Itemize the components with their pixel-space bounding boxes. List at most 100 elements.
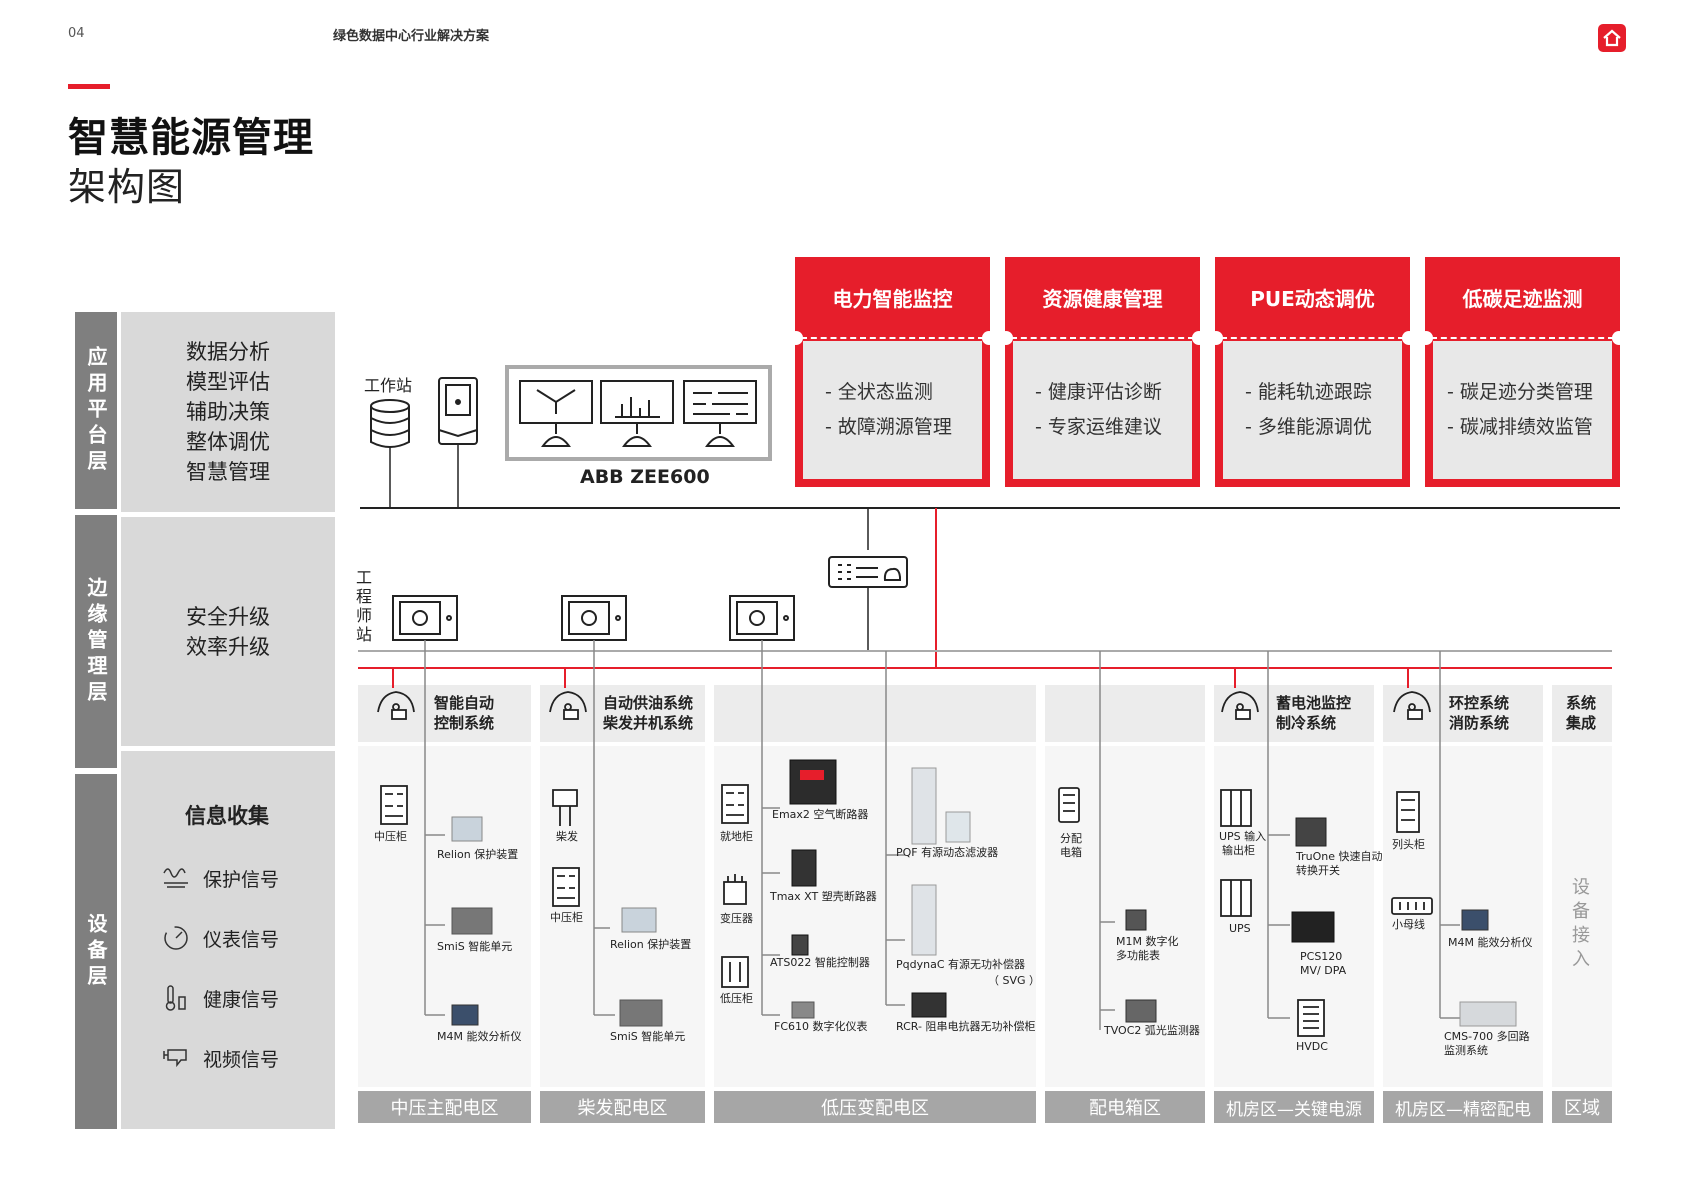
module-body: - 碳足迹分类管理 - 碳减排绩效监管 bbox=[1433, 341, 1612, 479]
module-title: 资源健康管理 bbox=[1042, 286, 1163, 311]
device-label: 中压柜 bbox=[550, 911, 583, 924]
zone-title-line: 消防系统 bbox=[1449, 714, 1510, 732]
page-number: 04 bbox=[68, 26, 85, 41]
zee600-label: ABB ZEE600 bbox=[580, 466, 710, 488]
zone-title: 蓄电池监控制冷系统 bbox=[1276, 693, 1351, 733]
module-item: - 能耗轨迹跟踪 bbox=[1245, 381, 1372, 403]
module-power-monitoring: 电力智能监控 - 全状态监测 - 故障溯源管理 bbox=[789, 257, 996, 487]
device-label: CMS-700 多回路 bbox=[1444, 1030, 1530, 1043]
module-item: - 健康评估诊断 bbox=[1035, 381, 1162, 403]
zone-footer: 柴发配电区 bbox=[540, 1091, 705, 1123]
device-label: PqdynaC 有源无功补偿器 bbox=[896, 958, 1025, 971]
module-body: - 能耗轨迹跟踪 - 多维能源调优 bbox=[1223, 341, 1402, 479]
device-label: M1M 数字化 bbox=[1116, 935, 1179, 948]
layer-item: 效率升级 bbox=[186, 634, 270, 659]
zone-title: 环控系统消防系统 bbox=[1449, 693, 1509, 733]
zone-title-line: 集成 bbox=[1566, 714, 1597, 732]
device-access-label: 设备接入 bbox=[1572, 877, 1590, 970]
module-pue-optimization: PUE动态调优 - 能耗轨迹跟踪 - 多维能源调优 bbox=[1209, 257, 1416, 487]
database-icon bbox=[370, 399, 410, 448]
signal-label: 健康信号 bbox=[203, 989, 280, 1011]
device-label: 变压器 bbox=[720, 912, 753, 925]
layer-name: 边缘管理层 bbox=[84, 576, 108, 707]
module-item: - 碳足迹分类管理 bbox=[1447, 381, 1593, 403]
workstation-label: 工作站 bbox=[364, 376, 413, 395]
device-label: M4M 能效分析仪 bbox=[1448, 936, 1533, 949]
device-label: SmiS 智能单元 bbox=[610, 1030, 686, 1043]
device-label: TruOne 快速自动 bbox=[1296, 850, 1383, 863]
module-carbon-footprint: 低碳足迹监测 - 碳足迹分类管理 - 碳减排绩效监管 bbox=[1419, 257, 1626, 487]
waveform-icon bbox=[163, 868, 188, 888]
device-label: ATS022 智能控制器 bbox=[770, 956, 870, 969]
page-subtitle: 架构图 bbox=[68, 165, 186, 209]
layer-item: 辅助决策 bbox=[186, 400, 270, 424]
module-item: - 专家运维建议 bbox=[1035, 416, 1162, 438]
zone-footer: 机房区—精密配电 bbox=[1383, 1091, 1543, 1123]
module-title: PUE动态调优 bbox=[1250, 286, 1375, 311]
title-accent-bar bbox=[68, 84, 110, 89]
module-body: - 全状态监测 - 故障溯源管理 bbox=[803, 341, 982, 479]
zone-footer: 中压主配电区 bbox=[358, 1091, 531, 1123]
layer-box-device: 信息收集 保护信号 仪表信号 健康信号 视频信号 bbox=[121, 751, 335, 1129]
zone-footer: 低压变配电区 bbox=[714, 1091, 1036, 1123]
signal-row: 视频信号 bbox=[161, 1043, 331, 1073]
device-label: 中压柜 bbox=[374, 830, 407, 843]
zone-title-line: 蓄电池监控 bbox=[1276, 694, 1352, 712]
device-label: 低压柜 bbox=[720, 992, 753, 1005]
device-label: 小母线 bbox=[1392, 918, 1425, 931]
layer-label-application: 应用平台层 bbox=[75, 312, 117, 509]
layer-item: 整体调优 bbox=[186, 430, 270, 454]
device-label: RCR- 阻串电抗器无功补偿柜 bbox=[896, 1020, 1036, 1033]
device-label: 柴发 bbox=[556, 830, 578, 843]
device-label: 分配 bbox=[1060, 832, 1082, 845]
device-label: 电箱 bbox=[1060, 846, 1082, 859]
gauge-icon bbox=[164, 926, 188, 950]
layer-name: 设备层 bbox=[84, 912, 108, 991]
layer-box-application: 数据分析 模型评估 辅助决策 整体调优 智慧管理 bbox=[121, 312, 335, 512]
device-label: UPS bbox=[1229, 922, 1251, 935]
document-title: 绿色数据中心行业解决方案 bbox=[333, 29, 490, 44]
home-button[interactable] bbox=[1598, 24, 1626, 52]
module-item: - 多维能源调优 bbox=[1245, 416, 1372, 438]
signal-label: 视频信号 bbox=[203, 1049, 280, 1071]
camera-icon bbox=[163, 1049, 187, 1068]
zone-header bbox=[1552, 685, 1612, 742]
layer-item: 模型评估 bbox=[186, 370, 270, 394]
layer-item: 数据分析 bbox=[186, 340, 270, 364]
signal-collection-title: 信息收集 bbox=[185, 804, 269, 828]
zone-title-line: 环控系统 bbox=[1449, 694, 1510, 712]
module-title: 低碳足迹监测 bbox=[1462, 286, 1583, 311]
layer-label-device: 设备层 bbox=[75, 774, 117, 1129]
device-label: PCS120 bbox=[1300, 950, 1343, 963]
module-item: - 碳减排绩效监管 bbox=[1447, 416, 1593, 438]
device-label: TVOC2 弧光监测器 bbox=[1104, 1024, 1200, 1037]
zone-body bbox=[1552, 746, 1612, 1087]
device-label: MV/ DPA bbox=[1300, 964, 1347, 977]
signal-row: 仪表信号 bbox=[161, 923, 331, 953]
device-label: 监测系统 bbox=[1444, 1044, 1488, 1057]
zee600-frame bbox=[505, 365, 772, 461]
layer-item: 智慧管理 bbox=[186, 460, 270, 484]
zone-footer: 区域 bbox=[1552, 1091, 1612, 1123]
gateway-icon bbox=[828, 556, 908, 588]
signal-label: 仪表信号 bbox=[203, 929, 280, 951]
zone-title-line: 系统 bbox=[1566, 694, 1597, 712]
zone-title-line: 制冷系统 bbox=[1276, 714, 1337, 732]
zone-body bbox=[1214, 746, 1374, 1087]
home-icon bbox=[1603, 29, 1621, 47]
thermometer-icon bbox=[165, 985, 186, 1011]
device-label: SmiS 智能单元 bbox=[437, 940, 513, 953]
device-label: Relion 保护装置 bbox=[437, 848, 519, 861]
device-label: M4M 能效分析仪 bbox=[437, 1030, 522, 1043]
zone-title: 自动供油系统柴发并机系统 bbox=[603, 693, 693, 733]
signal-label: 保护信号 bbox=[203, 869, 280, 891]
device-label: UPS 输入 bbox=[1219, 830, 1267, 843]
zone-body bbox=[714, 746, 1036, 1087]
page-title: 智慧能源管理 bbox=[68, 115, 314, 161]
device-label: 转换开关 bbox=[1296, 864, 1340, 877]
zone-title-line: 柴发并机系统 bbox=[603, 714, 694, 732]
device-label: PQF 有源动态滤波器 bbox=[896, 846, 999, 859]
device-label: 多功能表 bbox=[1116, 949, 1160, 962]
module-body: - 健康评估诊断 - 专家运维建议 bbox=[1013, 341, 1192, 479]
device-label: 列头柜 bbox=[1392, 838, 1425, 851]
